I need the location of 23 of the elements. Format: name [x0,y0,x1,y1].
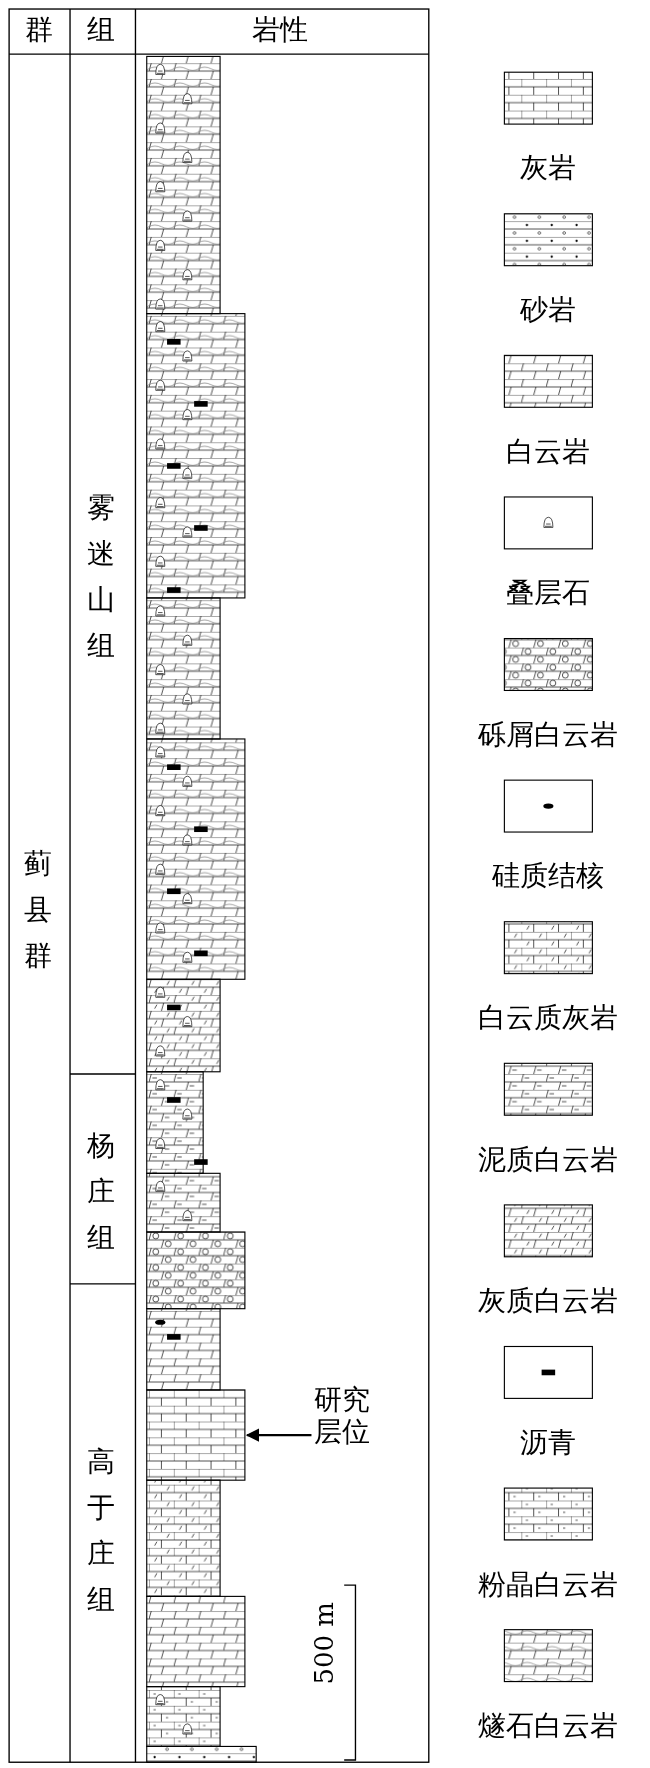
legend-label: 硅质结核 [492,860,605,893]
legend-label: 白云岩 [506,435,591,468]
formation-name: 雾迷山组 [86,490,116,665]
arrow [245,1428,312,1442]
group-name: 蓟县群 [23,845,53,974]
rock-layer [146,1389,246,1481]
column-header: 岩性 [251,13,308,46]
legend-label: 白云质灰岩 [478,1002,619,1035]
legend-label: 砂岩 [520,293,577,327]
legend-label: 沥青 [520,1426,577,1460]
legend-label: 叠层石 [506,577,591,610]
legend-label: 泥质白云岩 [478,1143,619,1176]
legend-label: 灰质白云岩 [478,1285,619,1318]
scale-label: 500 m [310,1602,341,1685]
formation-name: 杨庄组 [86,1127,116,1256]
column-header: 组 [86,13,115,46]
legend-label: 砾屑白云岩 [478,718,619,751]
legend-label: 灰岩 [520,152,577,185]
formation-name: 高于庄组 [86,1443,116,1618]
legend-label: 燧石白云岩 [478,1710,619,1743]
legend-label: 粉晶白云岩 [478,1568,619,1601]
annotation-text: 研究层位 [313,1383,374,1448]
column-header: 群 [24,13,53,46]
